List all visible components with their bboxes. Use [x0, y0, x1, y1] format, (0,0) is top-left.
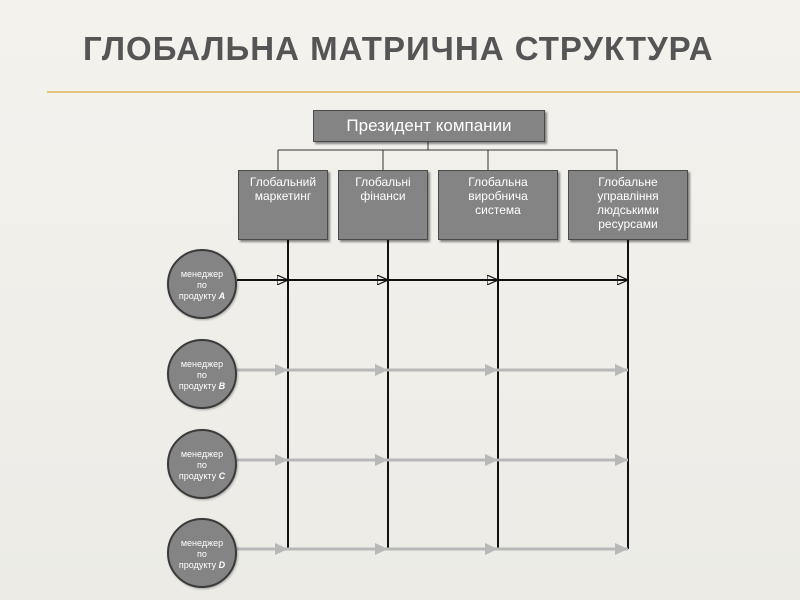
president-box: Президент компании [313, 110, 545, 142]
manager-label-line: менеджер [180, 448, 224, 459]
department-label-line: Глобальні [355, 175, 411, 189]
department-box-marketing: Глобальний маркетинг [238, 170, 328, 240]
manager-label-line: продукту [178, 380, 217, 391]
department-label-line: маркетинг [254, 189, 312, 203]
department-label-line: управління [597, 189, 659, 203]
department-label-line: Глобальний [249, 175, 317, 189]
department-box-finance: Глобальні фінанси [338, 170, 428, 240]
department-label-line: система [475, 203, 521, 217]
department-label-line: фінанси [360, 189, 406, 203]
manager-label-line: продукту [178, 470, 217, 481]
manager-label-line: продукту [178, 559, 217, 570]
manager-label-line: менеджер [180, 358, 224, 369]
manager-label-line: по [197, 369, 207, 380]
manager-label-line: менеджер [180, 268, 224, 279]
product-manager-c: менеджер по продукту C [167, 429, 237, 499]
department-box-production: Глобальна виробнича система [438, 170, 558, 240]
department-box-hr: Глобальне управління людськими ресурсами [568, 170, 688, 240]
manager-label-line: менеджер [180, 537, 224, 548]
department-label-line: виробнича [468, 189, 528, 203]
manager-label-line: по [197, 279, 207, 290]
department-label-line: Глобальна [468, 175, 528, 189]
title-divider [47, 91, 800, 93]
product-manager-b: менеджер по продукту B [167, 339, 237, 409]
product-letter: C [218, 470, 226, 481]
president-label: Президент компании [346, 116, 512, 135]
product-manager-d: менеджер по продукту D [167, 518, 237, 588]
manager-label-line: по [197, 459, 207, 470]
product-letter: A [218, 290, 226, 301]
product-manager-a: менеджер по продукту A [167, 249, 237, 319]
slide-title: ГЛОБАЛЬНА МАТРИЧНА СТРУКТУРА [83, 30, 714, 67]
department-label-line: ресурсами [598, 217, 658, 231]
product-letter: D [218, 559, 226, 570]
manager-label-line: по [197, 548, 207, 559]
department-label-line: Глобальне [598, 175, 658, 189]
department-label-line: людськими [597, 203, 659, 217]
manager-label-line: продукту [178, 290, 217, 301]
product-letter: B [218, 380, 226, 391]
